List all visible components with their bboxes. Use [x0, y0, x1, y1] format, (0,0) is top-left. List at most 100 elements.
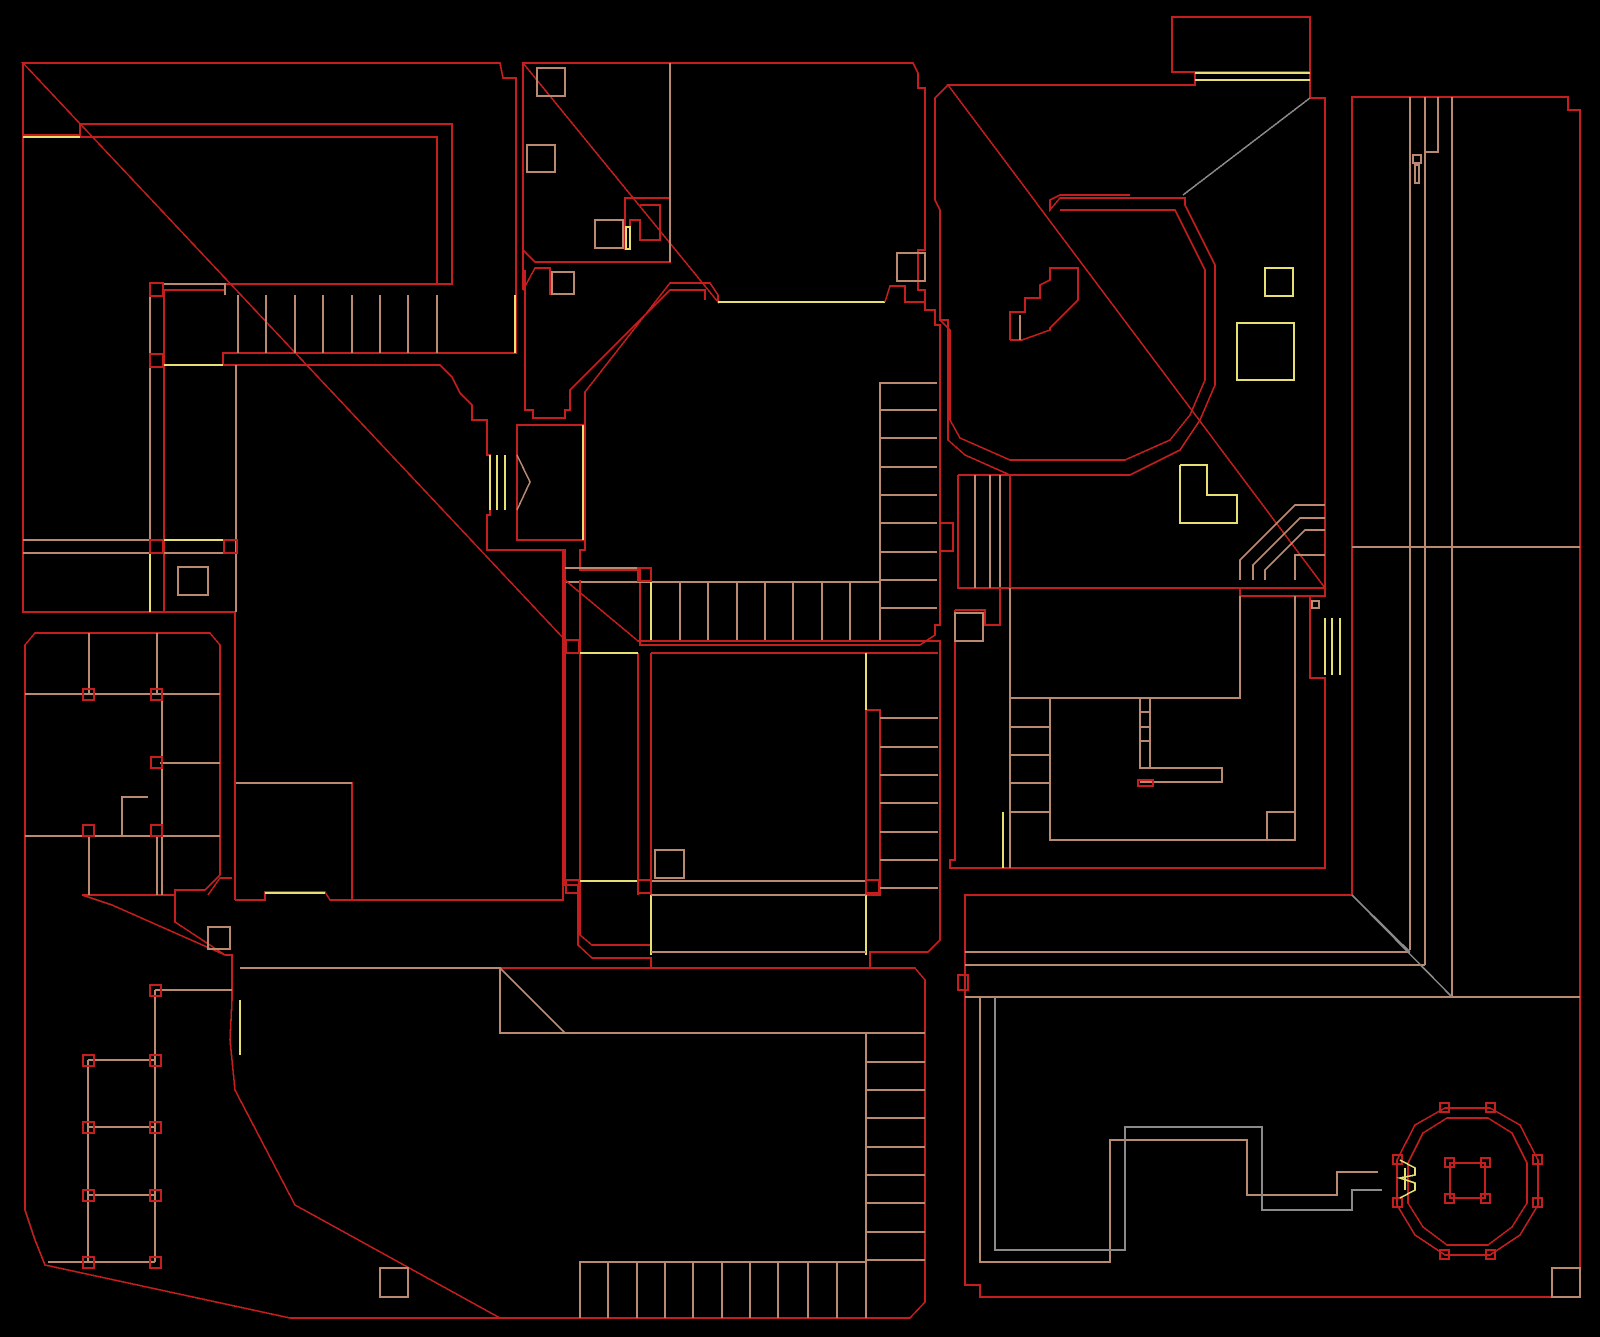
pillar: [82, 824, 95, 837]
pillar: [150, 688, 163, 701]
pillar: [565, 879, 580, 894]
wall: [865, 709, 881, 896]
pillar: [1444, 1193, 1455, 1204]
pillar: [82, 1256, 95, 1269]
wall: [629, 204, 661, 250]
step-line: [516, 454, 531, 511]
step-line: [1239, 504, 1325, 580]
pillar: [82, 1054, 95, 1067]
door-line: [1236, 322, 1295, 381]
step-line: [499, 967, 566, 1034]
octagon-arena: [1392, 1102, 1543, 1260]
pillar: [82, 1189, 95, 1202]
pillar: [1444, 1157, 1455, 1168]
wall: [235, 550, 564, 901]
pillar: [1392, 1154, 1403, 1165]
wall: [23, 123, 453, 612]
wall: [957, 474, 1011, 589]
step-line: [1139, 698, 1223, 783]
door-line: [1396, 1159, 1416, 1199]
wall: [1009, 267, 1079, 341]
small-block: [954, 612, 984, 642]
pillar: [149, 539, 164, 554]
middle-courtyard: [564, 578, 941, 969]
wall: [884, 285, 925, 303]
central-hall: [235, 62, 941, 901]
wall: [522, 63, 671, 263]
door-line: [625, 226, 631, 250]
pillar: [82, 688, 95, 701]
pillar: [149, 282, 164, 297]
small-block: [654, 849, 685, 879]
wall: [236, 782, 353, 900]
pillar: [149, 984, 162, 997]
pillar: [149, 1054, 162, 1067]
west-side-rooms: [24, 632, 501, 1319]
pillar: [1137, 779, 1154, 787]
small-block: [177, 566, 209, 596]
northwest-wing: [21, 62, 566, 900]
small-block: [1414, 164, 1420, 184]
wall: [946, 72, 1327, 597]
alcove: [1171, 16, 1311, 73]
small-block: [1412, 154, 1422, 164]
door-line: [1264, 267, 1294, 297]
wall: [80, 136, 438, 284]
step-line: [879, 382, 937, 640]
step-line: [121, 796, 148, 836]
wall: [24, 632, 501, 1319]
wall: [81, 894, 226, 956]
wall: [21, 62, 566, 643]
pillar: [565, 639, 580, 654]
pillar: [637, 879, 652, 894]
far-east-corridor: [957, 96, 1581, 1298]
wall: [524, 270, 706, 419]
pillar: [1439, 1249, 1450, 1260]
pillar: [149, 1189, 162, 1202]
wall: [579, 580, 651, 946]
wall: [521, 62, 941, 646]
unmarked-line: [994, 997, 1382, 1251]
wall: [1396, 1107, 1539, 1256]
small-block: [1311, 600, 1320, 609]
small-block: [1551, 1267, 1581, 1298]
door-line: [1179, 464, 1238, 524]
step-line: [164, 283, 226, 295]
pillar: [1532, 1154, 1543, 1165]
pillar: [1485, 1249, 1496, 1260]
wall: [500, 967, 926, 1319]
step-line: [979, 997, 1378, 1263]
pillar: [1480, 1193, 1491, 1204]
east-middle-room: [939, 474, 1341, 869]
pillar: [865, 879, 880, 894]
small-block: [536, 67, 566, 97]
pillar: [1392, 1197, 1403, 1208]
step-line: [1425, 97, 1439, 153]
small-block: [207, 926, 231, 950]
wall: [522, 63, 551, 295]
unmarked-line: [1182, 97, 1311, 196]
pillar: [1485, 1102, 1496, 1113]
step-line: [1264, 529, 1325, 580]
wall: [934, 84, 1216, 476]
unmarked-line: [1351, 894, 1453, 998]
pillar: [82, 1121, 95, 1134]
small-block: [526, 144, 556, 173]
wall: [207, 877, 232, 896]
south-hall: [239, 967, 926, 1319]
pillar: [150, 824, 163, 837]
small-block: [896, 252, 926, 282]
pillar: [149, 353, 164, 368]
wall: [564, 578, 941, 969]
step-line: [1252, 517, 1325, 580]
small-block: [551, 271, 575, 295]
pillar: [223, 539, 238, 554]
pillar: [1532, 1197, 1543, 1208]
pillar: [957, 974, 969, 991]
wall: [939, 209, 1206, 461]
pillar: [1449, 1162, 1486, 1199]
step-line: [1010, 596, 1241, 699]
pillar: [1480, 1157, 1491, 1168]
small-block: [379, 1267, 409, 1298]
